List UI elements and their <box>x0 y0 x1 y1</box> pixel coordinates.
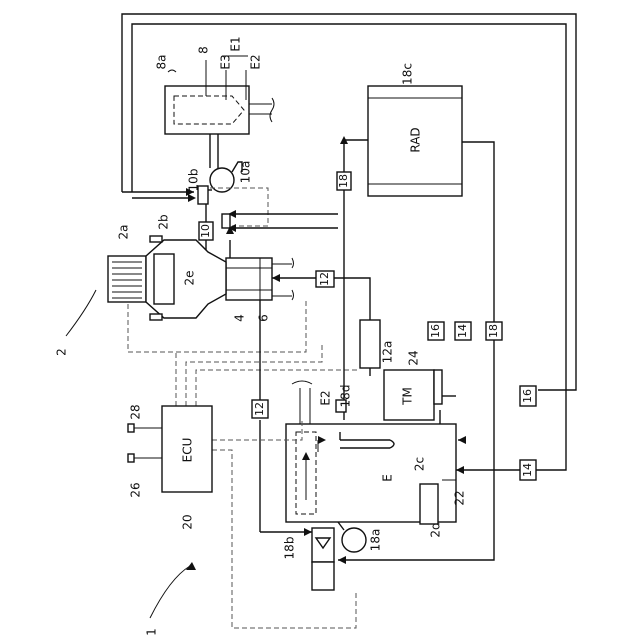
arrow-head <box>456 466 464 474</box>
tag-10-label: 10 <box>199 224 212 238</box>
component-8a-box <box>165 86 249 134</box>
mixer-valve <box>222 214 230 228</box>
ref-10a: 10a <box>239 161 253 184</box>
arrow-head <box>186 562 196 570</box>
arrow-head <box>304 528 312 536</box>
ref-2c: 2c <box>413 457 427 471</box>
ref-18d: 18d <box>339 385 353 408</box>
sensor-26 <box>128 454 134 462</box>
intake-2a <box>108 256 146 302</box>
ref-28: 28 <box>129 404 143 419</box>
intake-2e-label: 2e <box>183 270 197 285</box>
signal-line <box>210 188 268 226</box>
tag-18-label: 18 <box>487 324 500 338</box>
tag-box-14-top: 14 <box>455 322 471 340</box>
engine-label: E <box>381 474 395 482</box>
tag-18-label: 18 <box>337 174 350 188</box>
pipe <box>338 522 344 530</box>
intercooler-2b <box>154 254 174 304</box>
tag-14-label: 14 <box>456 324 469 338</box>
rad-label: RAD <box>409 127 423 152</box>
ref-2b: 2b <box>157 214 171 229</box>
break-mark <box>292 381 312 384</box>
break-mark <box>292 258 294 268</box>
leader-2 <box>66 290 96 336</box>
tag-box-18-right: 18 <box>486 322 502 340</box>
ref-e2-engine: E2 <box>319 390 333 405</box>
mixer-2e <box>226 258 272 300</box>
tm-valve <box>434 370 442 404</box>
component-2c <box>420 484 438 524</box>
ref-24: 24 <box>407 350 421 365</box>
ref-18c: 18c <box>401 63 415 85</box>
component-12a <box>360 320 380 368</box>
tag-box-12-lower: 12 <box>252 400 268 418</box>
tm-label: TM <box>401 387 415 406</box>
leader <box>168 70 176 72</box>
tag-box-10: 10 <box>199 222 213 240</box>
leader-1 <box>150 566 190 618</box>
tag-12-label: 12 <box>318 272 331 286</box>
ref-e1: E1 <box>229 36 243 51</box>
flange <box>150 236 162 242</box>
tag-16-label: 16 <box>521 389 534 403</box>
ref-6: 6 <box>257 314 271 322</box>
ref-8a: 8a <box>155 55 169 70</box>
ref-4: 4 <box>233 314 247 322</box>
ref-18b: 18b <box>283 537 297 560</box>
ref-2d: 2d <box>429 522 443 537</box>
pump-18a <box>342 528 366 552</box>
pipe-12 <box>332 278 370 320</box>
ref-10b: 10b <box>187 169 201 192</box>
signal-line <box>196 370 358 406</box>
tag-box-14-right: 14 <box>520 460 536 480</box>
arrow-head <box>272 274 280 282</box>
ref-26: 26 <box>129 482 143 497</box>
ref-2: 2 <box>55 348 69 356</box>
ref-12a: 12a <box>381 341 395 364</box>
break-mark <box>292 290 294 300</box>
sensor-28 <box>128 424 134 432</box>
arrow-head <box>338 556 346 564</box>
ref-8: 8 <box>197 46 211 54</box>
tag-16-label: 16 <box>429 324 442 338</box>
tag-12-label: 12 <box>253 402 266 416</box>
ref-2a: 2a <box>117 225 131 240</box>
ref-20: 20 <box>181 514 195 529</box>
arrow-head <box>458 436 466 444</box>
ref-22: 22 <box>453 490 467 505</box>
outer-return-pipe <box>122 14 576 390</box>
arrow-head <box>188 194 196 202</box>
tag-box-16-right: 16 <box>520 386 536 406</box>
tag-box-16-top: 16 <box>428 322 444 340</box>
ecu-label: ECU <box>181 438 195 463</box>
tag-box-12-upper: 12 <box>316 271 334 287</box>
ref-1: 1 <box>145 628 159 636</box>
ref-e2-top: E2 <box>249 54 263 69</box>
signal-line <box>186 342 322 406</box>
tag-14-label: 14 <box>521 463 534 477</box>
ref-e3: E3 <box>219 54 233 69</box>
ref-18a: 18a <box>369 529 383 552</box>
tag-box-18-top: 18 <box>337 172 351 190</box>
valve-18b-body <box>312 562 334 590</box>
flange <box>150 314 162 320</box>
break-mark <box>270 98 274 122</box>
